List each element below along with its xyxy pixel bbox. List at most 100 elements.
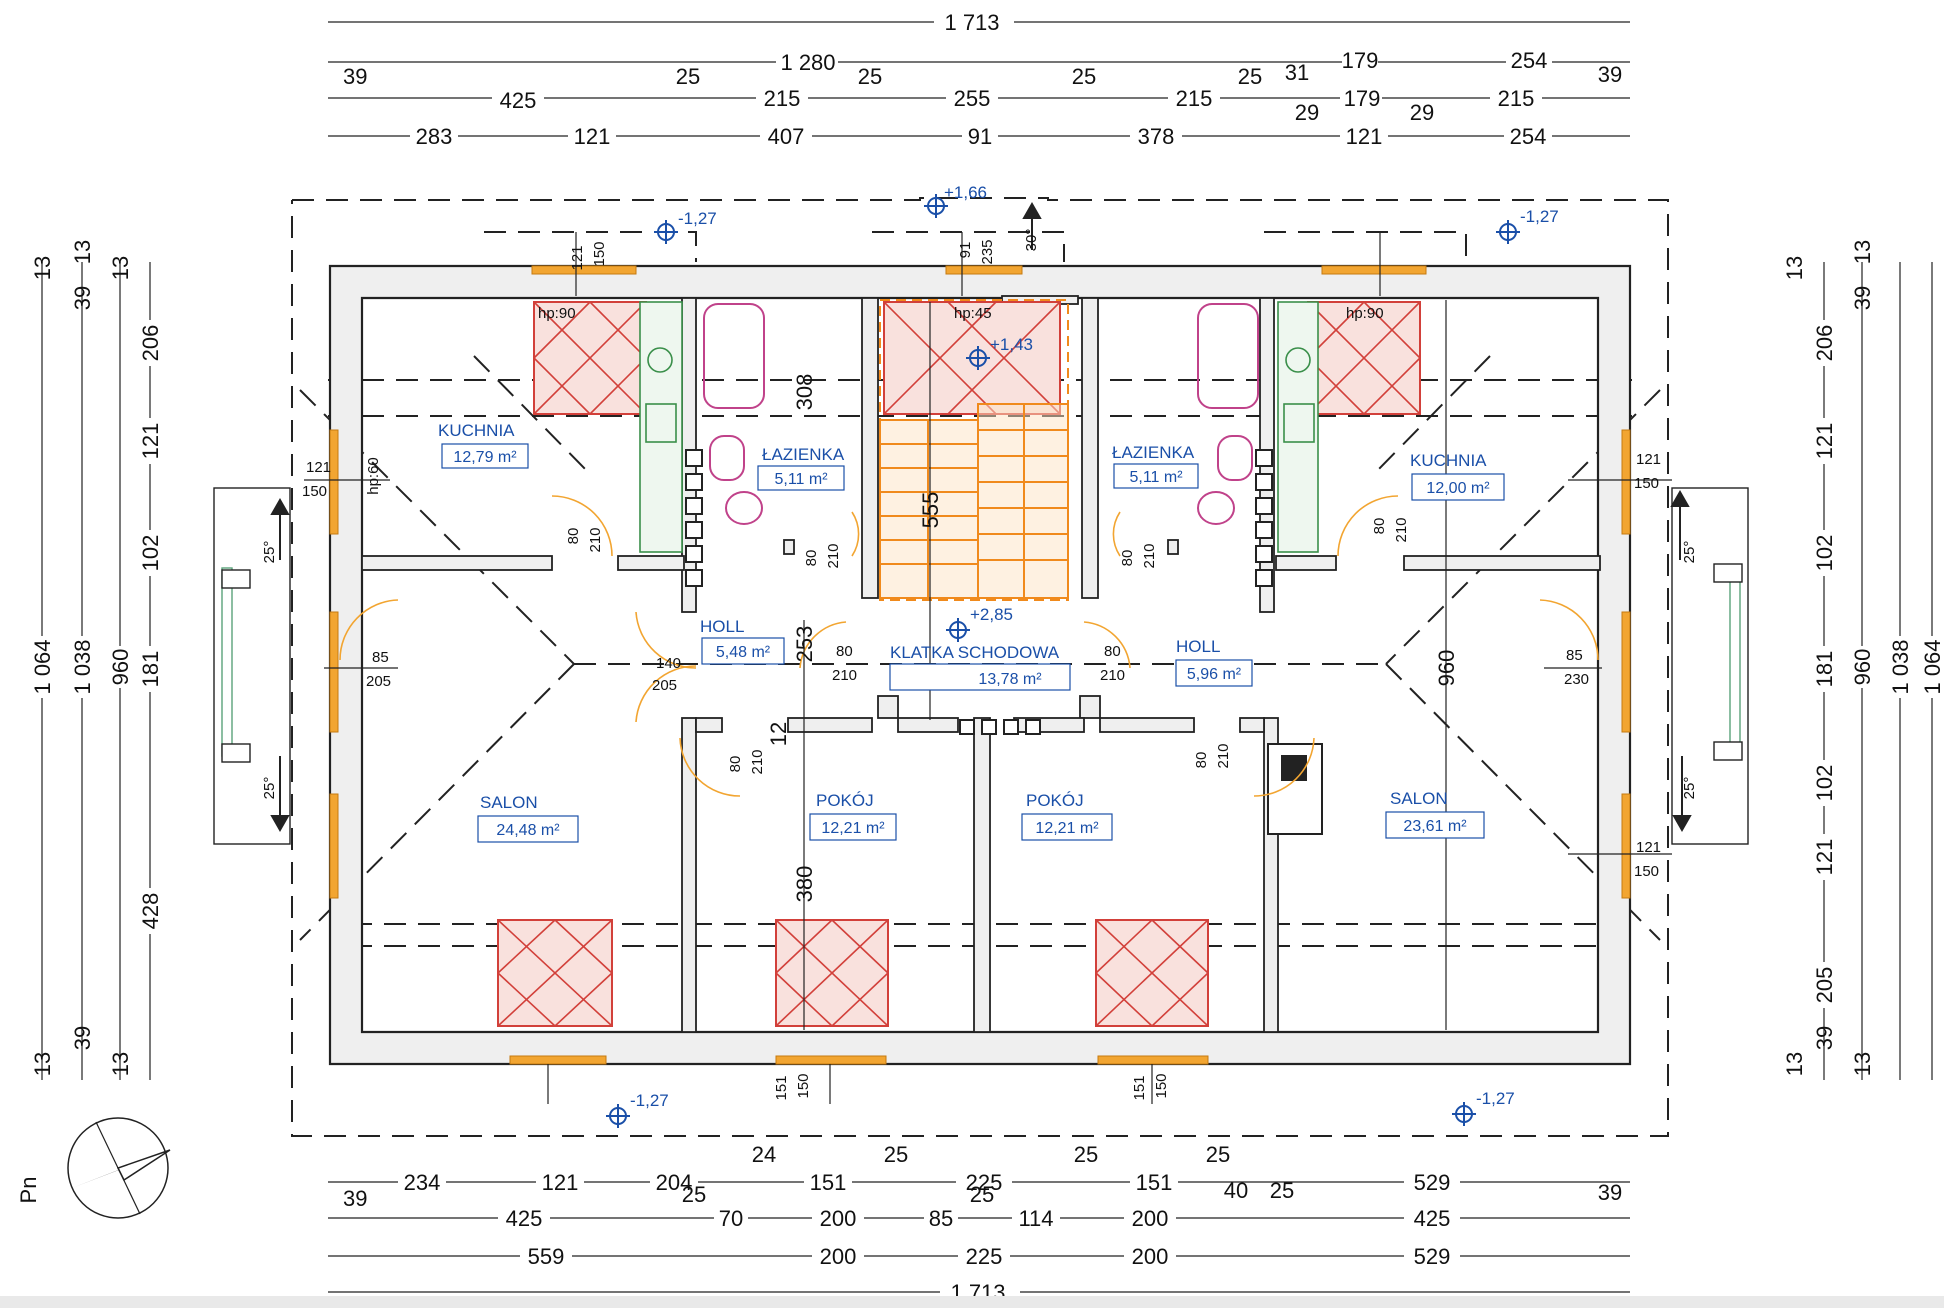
label-hp90-b: hp:90 (1346, 305, 1384, 322)
dim-b2-5: 25 (970, 1182, 994, 1207)
compass-label: Pn (16, 1177, 41, 1204)
dim-r-206: 206 (1812, 325, 1837, 362)
dim-r-13d: 13 (1850, 1052, 1875, 1076)
label-210-a: 210 (587, 527, 604, 552)
dim-b1-2: 121 (542, 1170, 579, 1195)
dim-b2-10: 425 (1414, 1206, 1451, 1231)
dim-r-39a: 39 (1850, 286, 1875, 310)
roof-angle-left-bottom: 25° (261, 777, 278, 800)
dim-l-39b: 39 (70, 1026, 95, 1050)
label-hp90-a: hp:90 (538, 305, 576, 322)
dim-l-102: 102 (138, 535, 163, 572)
label-80-f: 80 (1104, 643, 1121, 660)
compass-icon (67, 1117, 171, 1219)
room-name-holl-right: HOLL (1176, 637, 1220, 656)
dim-int-555: 555 (918, 492, 943, 529)
dim-b2-8: 40 (1224, 1178, 1248, 1203)
roof-angle-right-top: 25° (1681, 541, 1698, 564)
dim-r-13c: 13 (1782, 1052, 1807, 1076)
label-151-bottom-a: 151 (773, 1075, 790, 1100)
dim-t3-0: 283 (416, 124, 453, 149)
label-91-top: 91 (957, 242, 974, 259)
dim-b1-0: 39 (343, 1186, 367, 1211)
dim-t3-6: 254 (1510, 124, 1547, 149)
dim-t3-4: 378 (1138, 124, 1175, 149)
dim-b2-2: 70 (719, 1206, 743, 1231)
room-name-holl-left: HOLL (700, 617, 744, 636)
dim-t2-10: 29 (1295, 100, 1319, 125)
room-name-pokoj-right: POKÓJ (1026, 791, 1084, 810)
room-area-lazienka-right: 5,11 m² (1129, 469, 1183, 486)
dim-l-13d: 13 (30, 1052, 55, 1076)
dim-t2-9: 215 (1498, 86, 1535, 111)
dim-l-13b: 13 (70, 240, 95, 264)
door-swings (339, 495, 1599, 797)
elev-minus-1-27-a: -1,27 (678, 209, 717, 228)
label-121-left: 121 (306, 459, 331, 476)
room-area-pokoj-left: 12,21 m² (821, 820, 885, 837)
room-area-holl-right: 5,96 m² (1187, 666, 1242, 683)
dim-l-428: 428 (138, 893, 163, 930)
dim-int-960: 960 (1434, 650, 1459, 687)
dim-l-121: 121 (138, 423, 163, 460)
dim-t3-2: 407 (768, 124, 805, 149)
dim-b2-9: 25 (1270, 1178, 1294, 1203)
label-80-e: 80 (836, 643, 853, 660)
dim-int-308: 308 (792, 374, 817, 411)
dim-int-253: 253 (792, 626, 817, 663)
top-dimensions (328, 21, 1630, 137)
room-name-salon-left: SALON (480, 793, 538, 812)
bottom-strip (0, 1296, 1944, 1308)
dim-b1-9: 151 (1136, 1170, 1173, 1195)
dim-r-1064: 1 064 (1920, 639, 1944, 694)
dim-r-121b: 121 (1812, 839, 1837, 876)
right-dimensions (1823, 262, 1933, 1080)
dim-t1-6: 179 (1342, 48, 1379, 73)
room-name-pokoj-left: POKÓJ (816, 791, 874, 810)
bathroom-fixtures (703, 303, 1259, 525)
dim-b1-11: 529 (1414, 1170, 1451, 1195)
room-area-lazienka-left: 5,11 m² (774, 471, 828, 488)
dim-t3-1: 121 (574, 124, 611, 149)
room-name-lazienka-left: ŁAZIENKA (762, 445, 845, 464)
room-area-salon-left: 24,48 m² (496, 822, 560, 839)
dim-l-206: 206 (138, 325, 163, 362)
room-area-kuchnia-left: 12,79 m² (453, 449, 517, 466)
label-210-g: 210 (749, 749, 766, 774)
room-name-lazienka-right: ŁAZIENKA (1112, 443, 1195, 462)
dim-t2-4: 255 (954, 86, 991, 111)
dim-r-205: 205 (1812, 967, 1837, 1004)
dim-t1-7: 254 (1511, 48, 1548, 73)
dim-t3-3: 91 (968, 124, 992, 149)
dim-r-13a: 13 (1782, 256, 1807, 280)
room-area-pokoj-right: 12,21 m² (1035, 820, 1099, 837)
room-area-klatka: 13,78 m² (978, 671, 1042, 688)
label-205-holl: 205 (652, 677, 677, 694)
label-230-right: 230 (1564, 671, 1589, 688)
dim-l-13e: 13 (108, 1052, 133, 1076)
elevation-markers (606, 194, 1520, 1128)
label-80-g: 80 (727, 756, 744, 773)
room-name-kuchnia-left: KUCHNIA (438, 421, 515, 440)
dim-b3-3: 200 (1132, 1244, 1169, 1269)
dim-t1-8: 39 (1598, 62, 1622, 87)
label-hp60-a: hp:60 (365, 457, 382, 495)
dim-bottom-overall: 1 713 (950, 1280, 1005, 1296)
dim-b2-4: 85 (929, 1206, 953, 1231)
dim-t1-3: 25 (1072, 64, 1096, 89)
dim-r-1038: 1 038 (1888, 639, 1913, 694)
label-210-e: 210 (832, 667, 857, 684)
slope-arrows (270, 201, 1692, 833)
dim-b2-6: 114 (1018, 1206, 1053, 1231)
label-150-bottom-a: 150 (795, 1073, 812, 1098)
label-140: 140 (656, 655, 681, 672)
dim-t1-1: 1 280 (780, 50, 835, 75)
opening-labels: 121 150 91 235 hp:90 hp:45 hp:60 hp:90 1… (302, 239, 1661, 1100)
label-80-c: 80 (1119, 550, 1136, 567)
dim-b3-2: 225 (966, 1244, 1003, 1269)
room-area-salon-right: 23,61 m² (1403, 818, 1467, 835)
dim-t1-2: 25 (858, 64, 882, 89)
label-150-right: 150 (1634, 475, 1659, 492)
room-name-kuchnia-right: KUCHNIA (1410, 451, 1487, 470)
dim-b2-1: 25 (682, 1182, 706, 1207)
